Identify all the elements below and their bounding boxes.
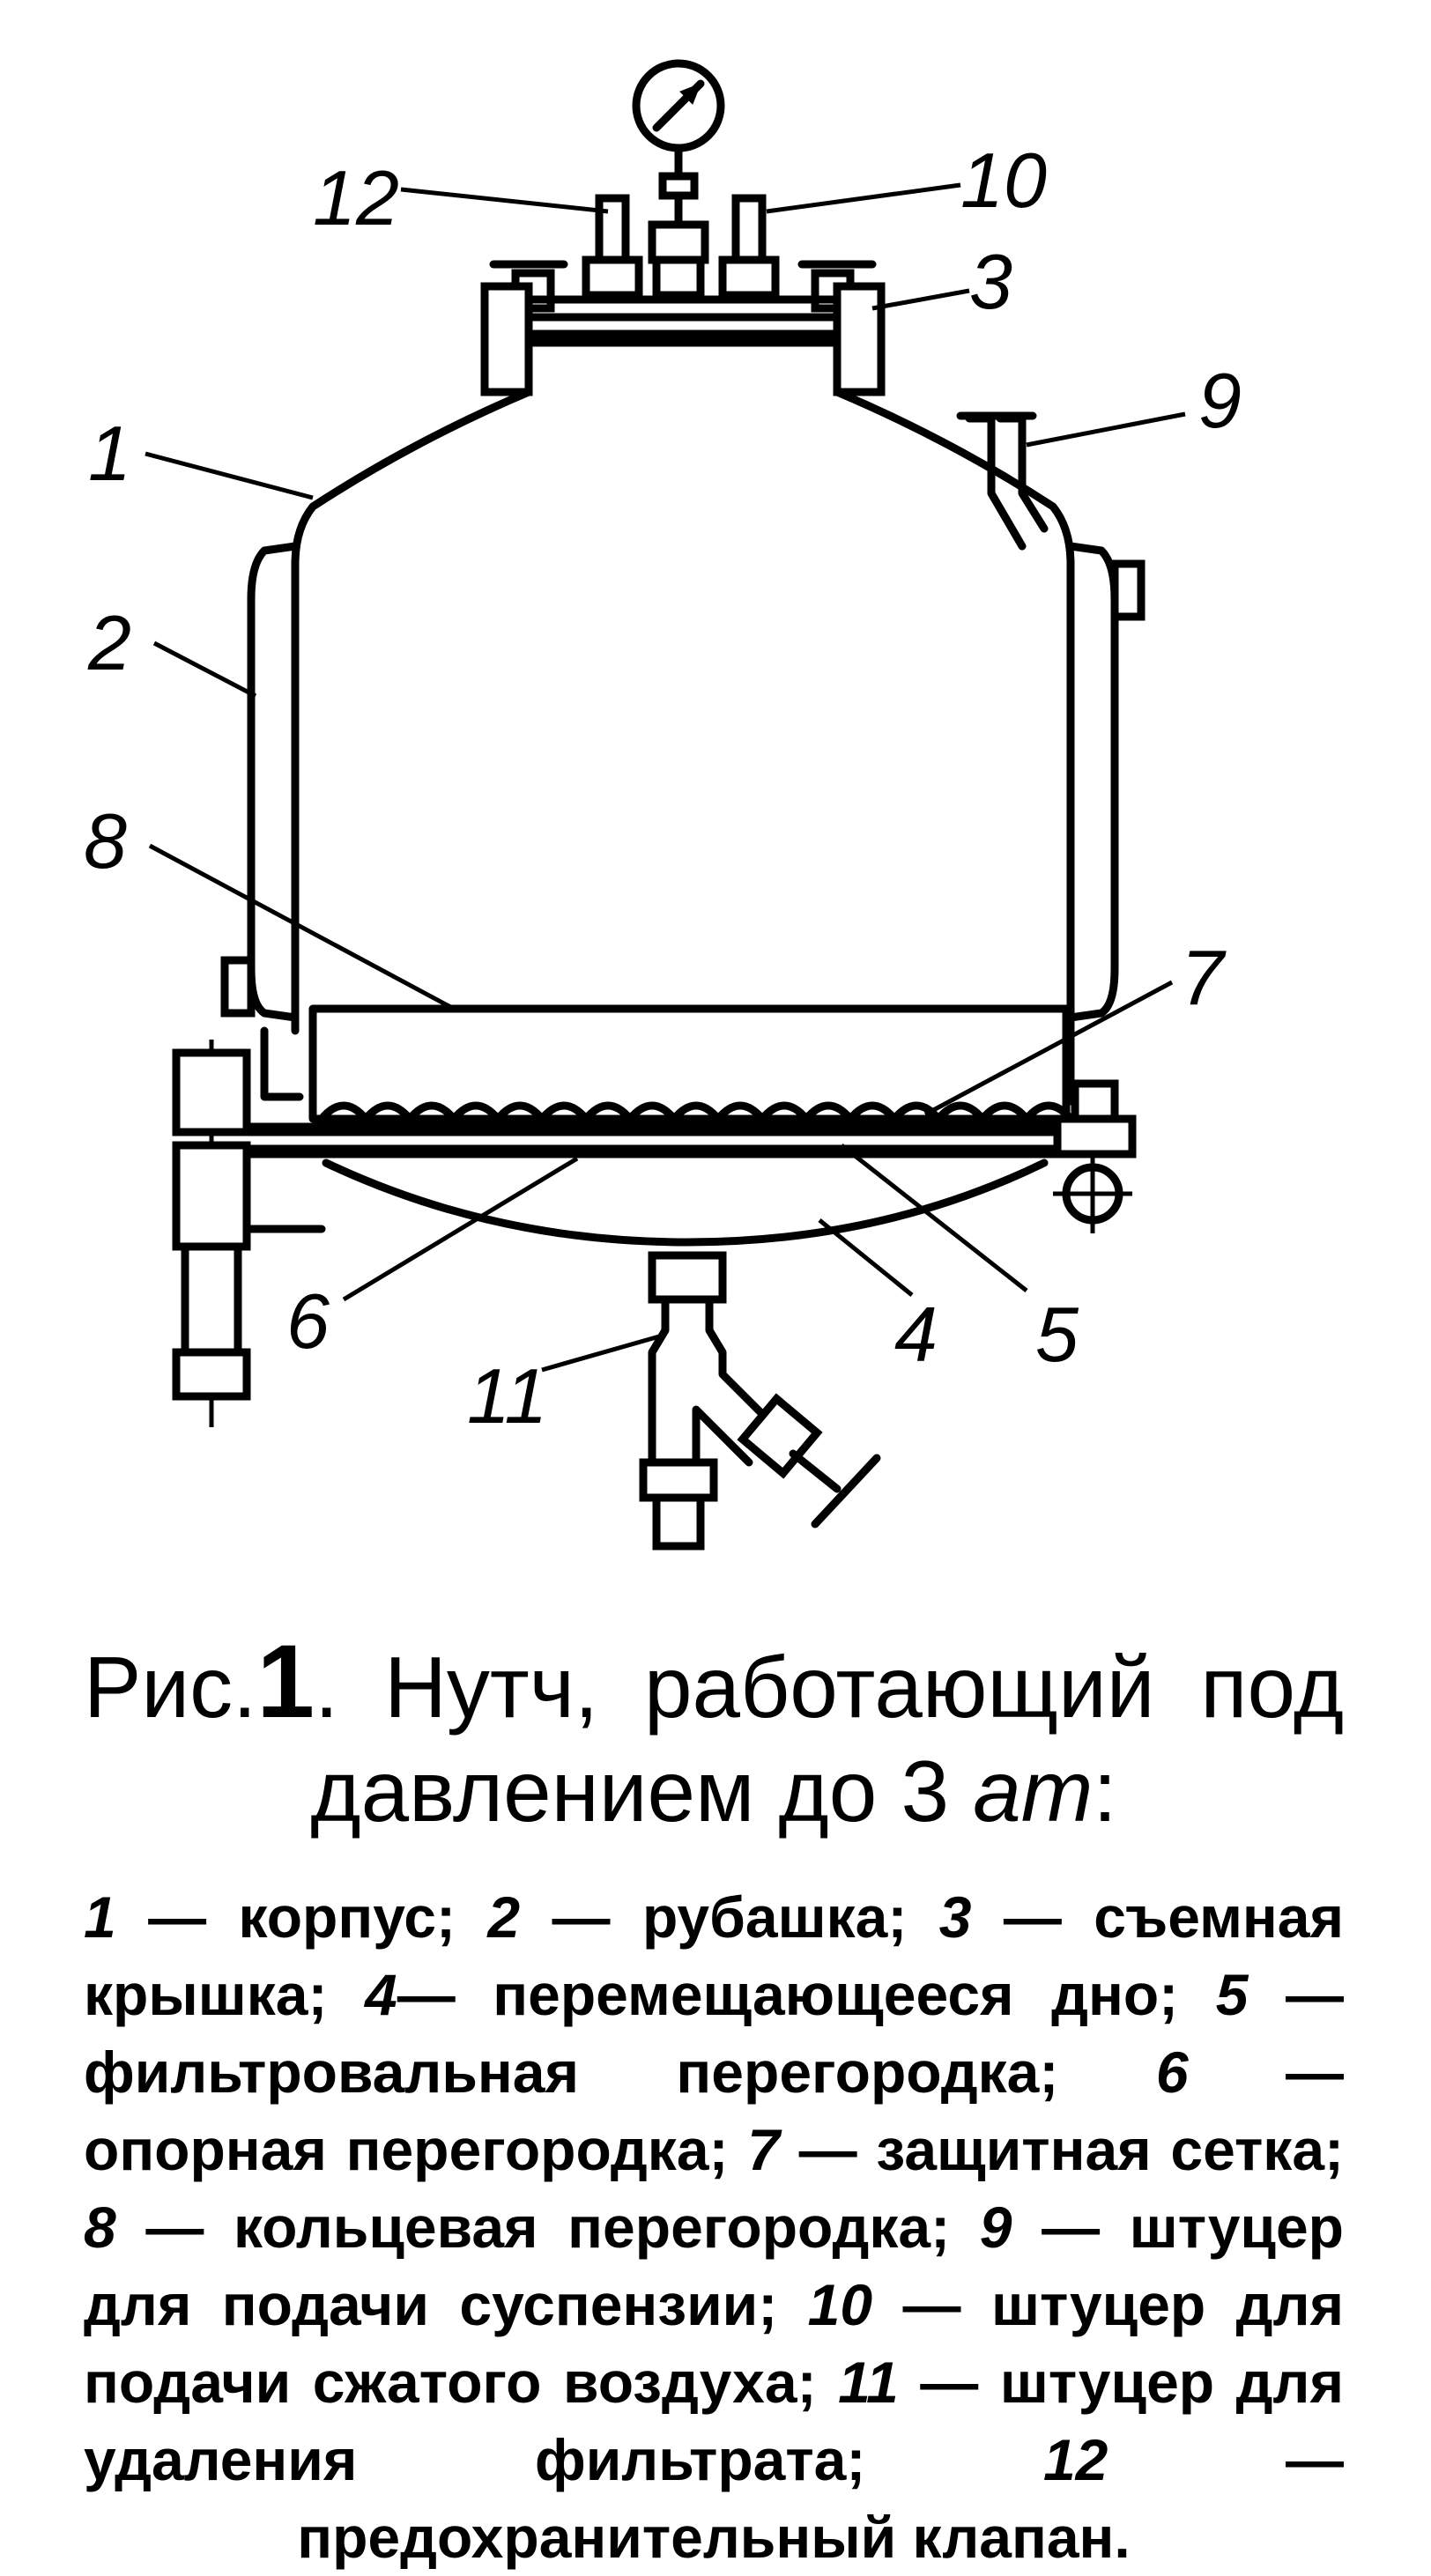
- legend-item: 8 — кольцевая перегородка;: [84, 2195, 980, 2260]
- figure-title-text: . Нутч, работающий под давлением до 3: [310, 1639, 1344, 1839]
- legend-item: 9 — штуцер для подачи суспензии;: [84, 2195, 1344, 2337]
- vessel-body: [220, 388, 1146, 1106]
- label-12: 12: [313, 154, 399, 241]
- clamp-bolt: [172, 1040, 251, 1427]
- legend-item: 11 — штуцер для удаления фильтрата;: [84, 2350, 1344, 2492]
- label-5: 5: [1035, 1291, 1079, 1378]
- label-3: 3: [969, 238, 1012, 325]
- protective-mesh: [317, 1101, 1075, 1123]
- suspension-inlet: [956, 411, 1049, 551]
- label-7: 7: [1181, 934, 1227, 1021]
- figure-title-unit: ат: [973, 1743, 1094, 1839]
- label-6: 6: [286, 1277, 330, 1365]
- partitions: [237, 1122, 1129, 1158]
- figure-number: 1: [256, 1624, 315, 1740]
- label-2: 2: [87, 599, 131, 686]
- filtrate-outlet: [639, 1251, 881, 1551]
- lid-fittings: [489, 194, 877, 313]
- figure-caption: Рис.1. Нутч, работающий под давлением до…: [84, 1630, 1344, 2576]
- ring-partition: [308, 1004, 1071, 1123]
- legend-item: 7 — защитная сетка;: [747, 2117, 1344, 2182]
- label-10: 10: [960, 137, 1047, 224]
- legend-item: 6 — опорная перегородка;: [84, 2039, 1344, 2182]
- label-1: 1: [88, 410, 131, 497]
- pressure-gauge: [632, 59, 725, 233]
- legend-item: 5 — фильтровальная перегородка;: [84, 1962, 1344, 2105]
- legend-item: 2 — рубашка;: [487, 1884, 939, 1950]
- leader-lines: [145, 182, 1186, 1373]
- figure-title-suffix: :: [1093, 1743, 1117, 1839]
- legend-item: 4— перемещающееся дно;: [365, 1962, 1216, 2027]
- nutsch-filter-diagram: 12 10 3 9 1 2 8 7 5 4 6 11: [84, 59, 1242, 1551]
- legend-item: 10 — штуцер для подачи сжатого воздуха;: [84, 2272, 1345, 2415]
- movable-bottom: [242, 1158, 1049, 1247]
- figure-title: Рис.1. Нутч, работающий под давлением до…: [84, 1630, 1344, 1843]
- hinge: [1053, 1079, 1137, 1233]
- figure-title-prefix: Рис.: [84, 1639, 257, 1736]
- label-4: 4: [894, 1291, 938, 1378]
- label-8: 8: [84, 797, 127, 885]
- legend-item: 3 — съемная крышка;: [84, 1884, 1344, 2027]
- label-9: 9: [1198, 357, 1242, 444]
- removable-lid: [480, 282, 886, 396]
- legend: 1 — корпус; 2 — рубашка; 3 — съемная кры…: [84, 1878, 1344, 2576]
- label-11: 11: [467, 1352, 547, 1440]
- legend-item: 1 — корпус;: [84, 1884, 488, 1950]
